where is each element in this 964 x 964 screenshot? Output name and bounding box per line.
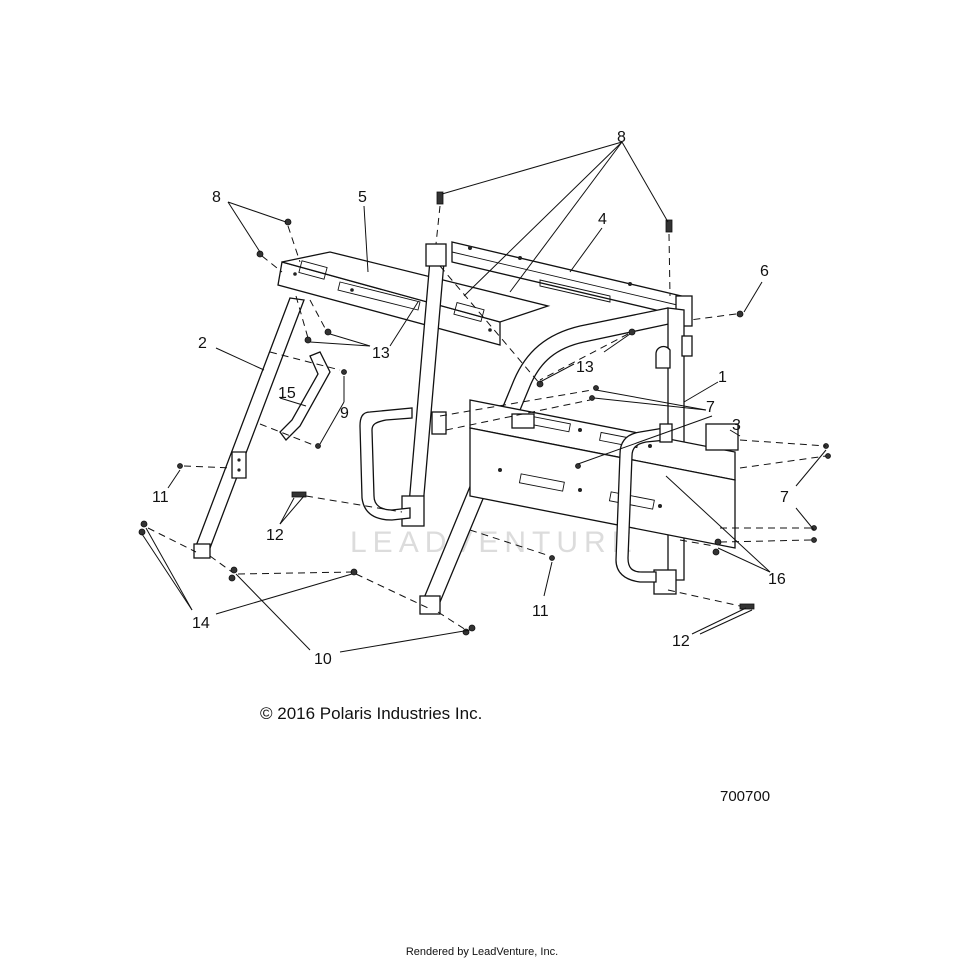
callouts: 8 8 5 4 6 2 13 13 1 15 9 7 3 11 12 7 16 … [152, 129, 789, 668]
callout-8-left: 8 [212, 189, 221, 206]
alignment-lines [147, 205, 827, 631]
callout-11-center: 11 [532, 603, 549, 620]
rear-lower-crossbar-part-3 [469, 399, 739, 549]
center-front-pillar [401, 243, 447, 527]
leader-lines [141, 141, 827, 653]
callout-3: 3 [732, 417, 741, 434]
callout-8-top: 8 [617, 129, 626, 146]
diagram-reference-number: 700700 [720, 788, 771, 805]
watermark: LEADVENTURE [350, 526, 638, 559]
callout-16: 16 [768, 571, 786, 588]
copyright-text: © 2016 Polaris Industries Inc. [260, 704, 483, 723]
callout-1: 1 [718, 369, 727, 386]
callout-10: 10 [314, 651, 332, 668]
callout-7-center: 7 [706, 399, 715, 416]
callout-13-right: 13 [576, 359, 594, 376]
callout-12-right: 12 [672, 633, 690, 650]
callout-13-left: 13 [372, 345, 390, 362]
callout-4: 4 [598, 211, 607, 228]
bracket-part-15 [279, 351, 331, 441]
callout-12-left: 12 [266, 527, 284, 544]
callout-7-right: 7 [780, 489, 789, 506]
footer-credit: Rendered by LeadVenture, Inc. [405, 946, 559, 958]
grab-handle-rear [615, 423, 673, 583]
callout-15: 15 [278, 385, 296, 402]
callout-2: 2 [198, 335, 207, 352]
callout-11-left: 11 [152, 489, 169, 506]
left-front-pillar-part-2 [193, 297, 305, 559]
callout-6: 6 [760, 263, 769, 280]
fasteners [138, 191, 831, 636]
callout-9: 9 [340, 405, 349, 422]
callout-5: 5 [358, 189, 367, 206]
callout-14: 14 [192, 615, 210, 632]
front-roof-header-part-5 [277, 251, 551, 346]
